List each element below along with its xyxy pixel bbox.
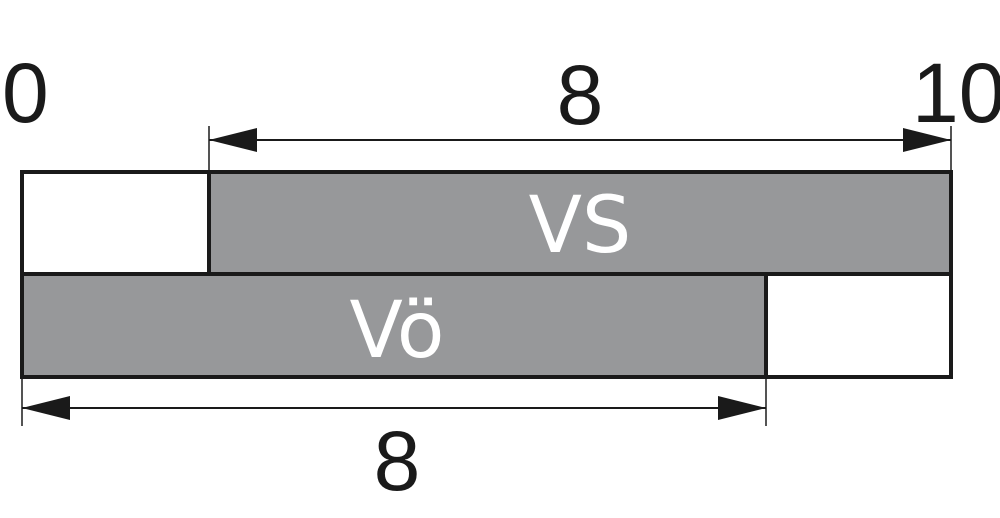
vs-bar xyxy=(207,170,953,276)
vo-bar xyxy=(20,272,768,379)
vs-bar-label: VS xyxy=(529,181,632,271)
scale-start-label: 0 xyxy=(2,46,49,140)
bottom-empty-segment xyxy=(764,272,953,379)
bottom-dimension-label: 8 xyxy=(374,414,421,508)
top-empty-segment xyxy=(20,170,211,276)
vo-bar-label: Vö xyxy=(349,286,444,376)
scale-end-label: 10 xyxy=(912,46,1000,140)
top-dimension-label: 8 xyxy=(557,48,604,142)
